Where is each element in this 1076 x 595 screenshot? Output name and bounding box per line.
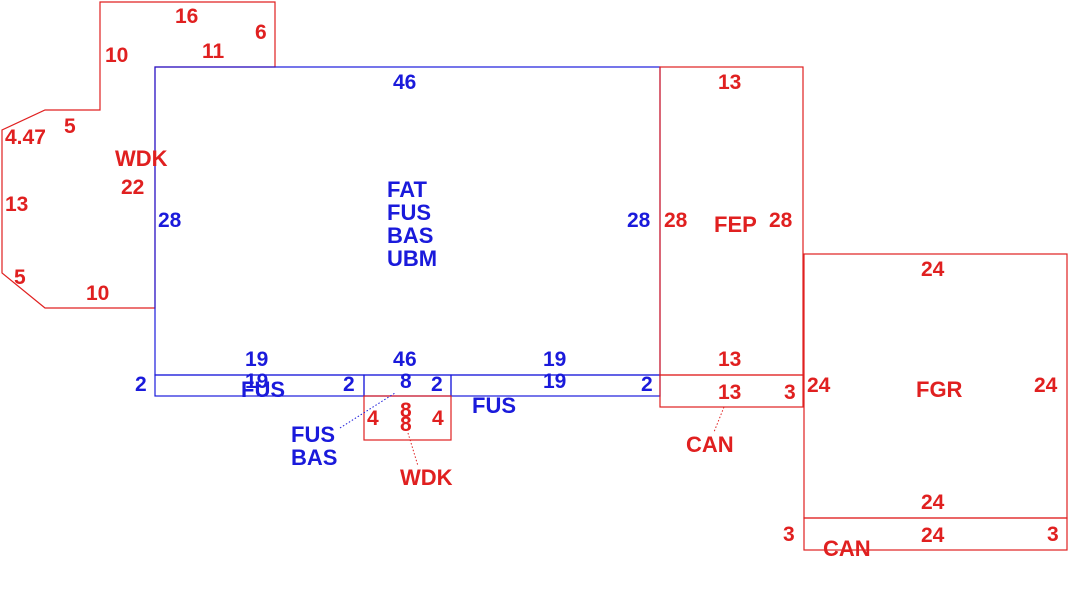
leader-fus-bas — [339, 392, 396, 429]
fep-dim-left: 28 — [664, 209, 688, 232]
strip-left-dim-right: 2 — [343, 373, 355, 396]
can-fgr-dim-left: 3 — [783, 523, 795, 546]
wdk-small-dim-right: 4 — [432, 407, 444, 430]
wdk-large-dim-right: 6 — [255, 21, 267, 44]
can-fep-outline — [659, 374, 804, 408]
wdk-large-dim-diag-lower: 5 — [14, 266, 26, 289]
can-fgr-code: CAN — [823, 536, 871, 561]
wdk-large-dim-bottom: 10 — [86, 282, 109, 305]
wdk-large-dim-step: 5 — [64, 115, 76, 138]
strip-labels: 19 FUS 2 2 8 2 19 FUS 2 FUS BAS — [135, 370, 653, 470]
strip-center-dim-top: 8 — [400, 370, 412, 393]
main-area-labels: FAT FUS BAS UBM 46 28 28 4 6 19 19 — [158, 71, 651, 371]
strip-left-dim-left: 2 — [135, 373, 147, 396]
main-dim-right: 28 — [627, 209, 651, 232]
wdk-small-dim-bottom: 8 — [400, 413, 412, 436]
fep-labels: FEP 13 13 28 28 13 3 CAN — [664, 71, 796, 457]
callout-code-1: FUS — [291, 422, 335, 447]
fep-dim-top: 13 — [718, 71, 741, 94]
can-fgr-dim-right: 3 — [1047, 523, 1059, 546]
wdk-large-code: WDK — [115, 146, 168, 171]
main-code-1: FAT — [387, 177, 427, 202]
can-fep-dim-top: 13 — [718, 381, 741, 404]
main-code-2: FUS — [387, 200, 431, 225]
fep-dim-bottom: 13 — [718, 348, 741, 371]
main-dim-bottom-b: 6 — [405, 348, 417, 371]
strip-right-code: FUS — [472, 393, 516, 418]
main-code-4: UBM — [387, 246, 437, 271]
can-fep-code: CAN — [686, 432, 734, 457]
fgr-dim-top: 24 — [921, 258, 945, 281]
leader-can-fep — [713, 406, 725, 433]
wdk-large-labels: WDK 16 10 11 6 4.47 5 13 5 10 22 — [5, 5, 267, 305]
wdk-large-outline — [1, 1, 276, 309]
leader-lines — [339, 392, 725, 467]
main-dim-bottom-left: 19 — [245, 348, 268, 371]
wdk-small-labels: 8 8 4 4 WDK — [367, 399, 453, 490]
fgr-dim-right: 24 — [1034, 374, 1058, 397]
wdk-large-dim-inner: 11 — [202, 40, 225, 63]
main-dim-left: 28 — [158, 209, 182, 232]
wdk-large-dim-main-side: 22 — [121, 176, 144, 199]
wdk-large-dim-side: 13 — [5, 193, 28, 216]
area-outlines — [1, 1, 1068, 551]
fgr-dim-bottom: 24 — [921, 491, 945, 514]
wdk-small-code: WDK — [400, 465, 453, 490]
fep-code: FEP — [714, 212, 757, 237]
leader-wdk-small — [407, 432, 419, 467]
fgr-code: FGR — [916, 377, 963, 402]
callout-code-2: BAS — [291, 445, 337, 470]
main-code-3: BAS — [387, 223, 433, 248]
strip-left-code: FUS — [241, 377, 285, 402]
wdk-small-dim-top: 8 — [400, 399, 412, 422]
strip-right-dim-right: 2 — [641, 373, 653, 396]
strip-left-dim-top: 19 — [245, 370, 268, 393]
wdk-large-dim-diag-upper: 4.47 — [5, 126, 46, 149]
can-fgr-dim-top: 24 — [921, 524, 945, 547]
wdk-large-dim-top: 16 — [175, 5, 198, 28]
can-fgr-outline — [803, 517, 1068, 551]
strip-center-dim-left: 2 — [431, 373, 443, 396]
wdk-small-dim-left: 4 — [367, 407, 379, 430]
can-fep-dim-left: 3 — [784, 381, 796, 404]
fep-dim-right: 28 — [769, 209, 793, 232]
fgr-dim-left: 24 — [807, 374, 831, 397]
wdk-large-dim-upper-left: 10 — [105, 44, 128, 67]
main-dim-top: 46 — [393, 71, 416, 94]
fgr-labels: FGR 24 24 24 24 24 3 3 CAN — [783, 258, 1059, 561]
main-dim-bottom-right: 19 — [543, 348, 566, 371]
main-dim-bottom-a: 4 — [393, 348, 405, 371]
strip-right-dim-bottom: 19 — [543, 370, 566, 393]
wdk-small-outline — [363, 395, 452, 441]
